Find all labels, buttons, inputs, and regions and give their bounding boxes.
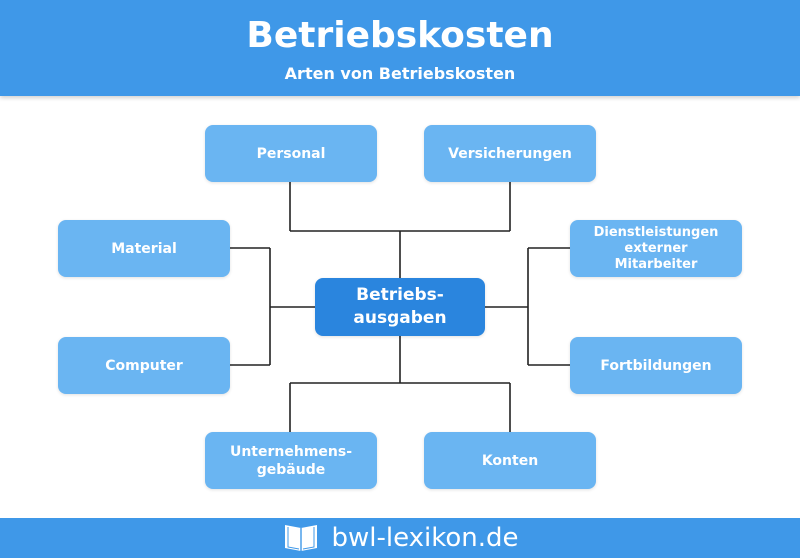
node-versicherungen-label: Versicherungen (448, 145, 572, 162)
node-personal: Personal (205, 125, 377, 182)
node-fortbildungen-label: Fortbildungen (600, 357, 712, 374)
node-dienstleistungen-line3: Mitarbeiter (614, 256, 698, 272)
footer-banner: bwl-lexikon.de (0, 518, 800, 558)
node-konten: Konten (424, 432, 596, 489)
footer-brand[interactable]: bwl-lexikon.de (331, 523, 519, 553)
center-node-line1: Betriebs- (356, 285, 444, 305)
center-node-betriebsausgaben: Betriebs- ausgaben (315, 278, 485, 336)
node-unternehmensgebaeude: Unternehmens- gebäude (205, 432, 377, 489)
node-material: Material (58, 220, 230, 277)
node-konten-label: Konten (481, 452, 539, 469)
header-banner: Betriebskosten Arten von Betriebskosten (0, 0, 800, 96)
node-fortbildungen: Fortbildungen (570, 337, 742, 394)
node-material-label: Material (111, 240, 177, 257)
node-dienstleistungen-line1: Dienstleistungen (593, 224, 719, 240)
node-versicherungen: Versicherungen (424, 125, 596, 182)
node-computer-label: Computer (105, 357, 183, 374)
node-dienstleistungen: Dienstleistungen externer Mitarbeiter (570, 220, 742, 277)
node-personal-label: Personal (256, 145, 326, 162)
page-title: Betriebskosten (246, 15, 554, 56)
node-unternehmensgebaeude-line1: Unternehmens- (229, 443, 353, 460)
page-subtitle: Arten von Betriebskosten (284, 64, 516, 83)
node-computer: Computer (58, 337, 230, 394)
book-icon (285, 525, 318, 551)
center-node-line2: ausgaben (353, 308, 447, 328)
node-dienstleistungen-line2: externer (624, 240, 688, 256)
node-unternehmensgebaeude-line2: gebäude (256, 461, 326, 478)
